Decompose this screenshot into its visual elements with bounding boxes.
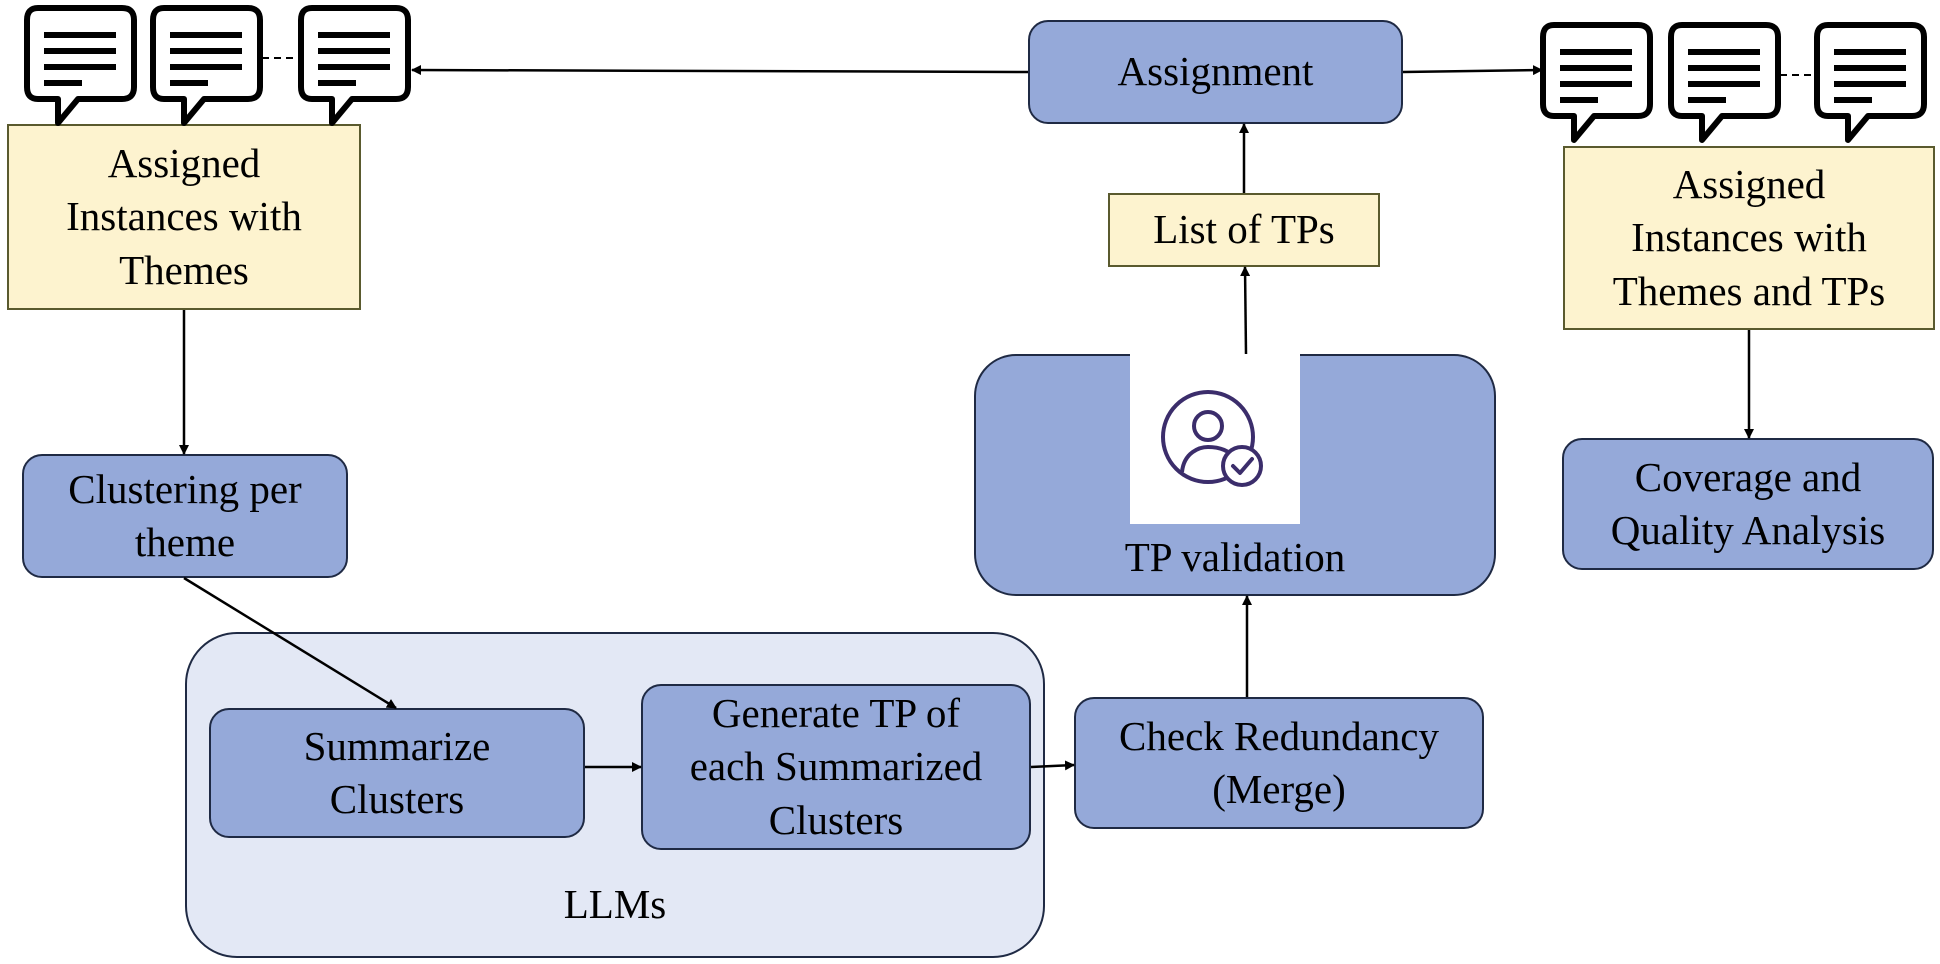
speech-bubble-icon <box>1817 25 1924 140</box>
assignment-box: Assignment <box>1028 20 1403 124</box>
check-redundancy-box: Check Redundancy (Merge) <box>1074 697 1484 829</box>
speech-bubble-icon <box>301 8 408 123</box>
speech-bubble-icon <box>1543 25 1650 140</box>
list-of-tps-box: List of TPs <box>1108 193 1380 267</box>
user-check-icon <box>1161 390 1263 487</box>
tp-validation-label: TP validation <box>1124 534 1346 580</box>
speech-bubble-icon <box>153 8 260 123</box>
summarize-clusters-box: Summarize Clusters <box>209 708 585 838</box>
assigned-instances-with-themes-and-tps-box: Assigned Instances with Themes and TPs <box>1563 146 1935 330</box>
generate-tp-box: Generate TP of each Summarized Clusters <box>641 684 1031 850</box>
speech-bubble-icon <box>1671 25 1778 140</box>
speech-bubble-icon <box>27 8 134 123</box>
clustering-per-theme-box: Clustering per theme <box>22 454 348 578</box>
validator-icon-panel <box>1130 354 1300 524</box>
coverage-and-quality-analysis-box: Coverage and Quality Analysis <box>1562 438 1934 570</box>
assigned-instances-with-themes-box: Assigned Instances with Themes <box>7 124 361 310</box>
llms-label: LLMs <box>563 881 667 927</box>
